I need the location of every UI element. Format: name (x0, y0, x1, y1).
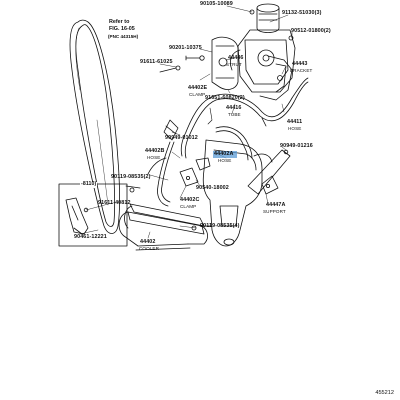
part-44446-desc: STRUT (226, 62, 242, 67)
part-highlight (213, 151, 237, 158)
part-44447A-desc: SUPPORT (263, 209, 286, 214)
part-44447A[interactable]: 44447A (266, 202, 286, 208)
part-44446[interactable]: 44446 (228, 55, 244, 61)
part-44443[interactable]: 44443 (292, 61, 308, 67)
part-91651-60820[interactable]: 91651-60820(2) (205, 95, 245, 101)
part-44402C-desc: CLAMP (180, 204, 197, 209)
part-44416[interactable]: 44416 (226, 105, 242, 111)
hoses (147, 77, 309, 207)
cooler-44402 (118, 185, 213, 251)
figure-id: 455212 (375, 390, 394, 396)
part-44402A-desc: HOSE (218, 158, 232, 163)
support-44447A (247, 149, 291, 195)
part-44411[interactable]: 44411 (287, 119, 303, 125)
refer-line-1: Refer to (109, 19, 130, 25)
part-90540-18002[interactable]: 90540-18002 (196, 185, 229, 191)
inset-header: -8110) (80, 181, 98, 188)
part-91132-51030[interactable]: 91132-51030(3) (282, 10, 322, 16)
clamps (163, 119, 211, 187)
part-91611-61025[interactable]: 91611-61025 (140, 59, 173, 65)
part-90461-12221[interactable]: 90461-12221 (74, 234, 107, 241)
part-90201-10375[interactable]: 90201-10375 (169, 45, 202, 51)
part-90512-01800[interactable]: 90512-01800(2) (291, 28, 331, 34)
part-90105-10089[interactable]: 90105-10089 (200, 1, 233, 7)
part-44402C[interactable]: 44402C (180, 197, 200, 203)
part-44402A[interactable]: 44402A (214, 151, 234, 157)
bolts (159, 9, 294, 73)
part-44402[interactable]: 44402 (140, 239, 156, 245)
part-91611-40812[interactable]: 91611-40812 (98, 200, 131, 206)
part-44411-desc: HOSE (288, 126, 302, 131)
part-44402B-desc: HOSE (147, 155, 161, 160)
strut-and-bracket (211, 36, 293, 101)
gear-housing (202, 139, 273, 247)
part-44402E-desc: CLAMP (189, 92, 206, 97)
part-44416-desc: TUBE (228, 112, 241, 117)
part-44443-desc: BRACKET (290, 68, 313, 73)
part-44402E[interactable]: 44402E (188, 85, 208, 91)
refer-line-3: (PNC 44315H) (108, 34, 139, 39)
part-90119-08535-2[interactable]: 90119-08535(2) (111, 174, 151, 180)
refer-line-2[interactable]: FIG. 16-05 (109, 26, 135, 32)
part-44402B[interactable]: 44402B (145, 148, 165, 154)
reservoir (230, 3, 296, 93)
part-44402-desc: COOLER (139, 246, 160, 251)
part-90949-01012[interactable]: 90949-01012 (165, 135, 198, 141)
leader-lines (79, 5, 293, 239)
drive-belt (69, 19, 120, 234)
part-90119-08535-4[interactable]: 90119-08535(4) (200, 223, 240, 229)
part-90949-01216[interactable]: 90949-01216 (280, 143, 313, 149)
